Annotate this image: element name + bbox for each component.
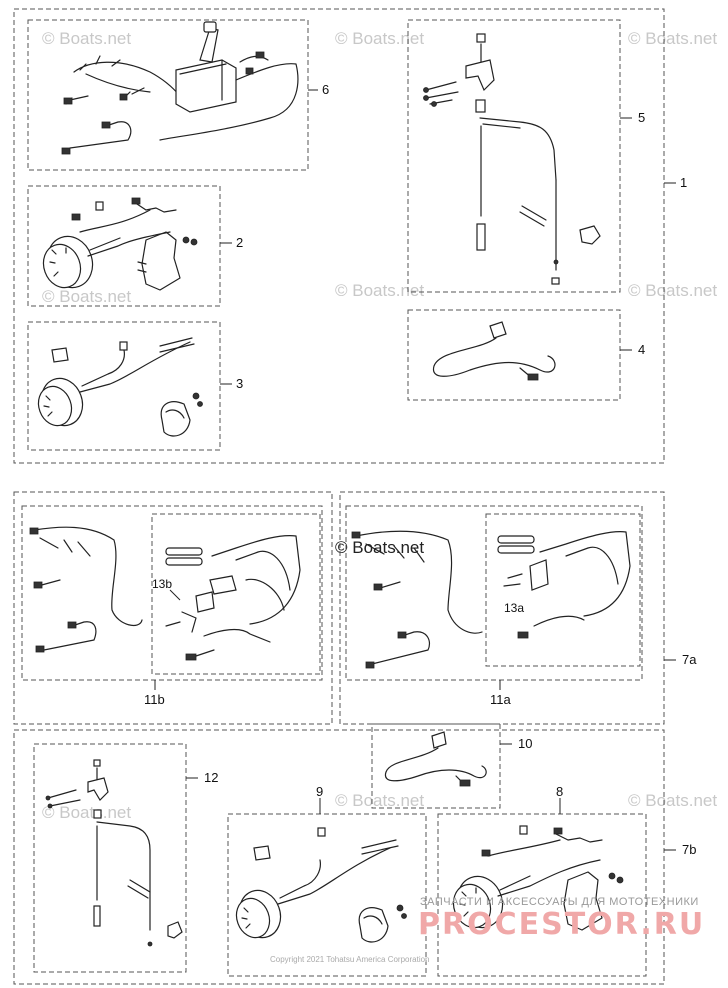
callout-8: 8 xyxy=(556,784,563,799)
callout-11a: 11a xyxy=(490,692,511,707)
group-5-box xyxy=(407,19,621,293)
watermark: © Boats.net xyxy=(628,281,717,300)
kit-11b-outer xyxy=(13,491,333,725)
callout-9: 9 xyxy=(316,784,323,799)
kit-11a-box xyxy=(345,505,643,681)
callout-13a: 13a xyxy=(504,601,524,615)
group-6-box xyxy=(27,19,309,171)
watermark: © Boats.net xyxy=(335,538,424,557)
shop-name: PROCESTOR.RU xyxy=(418,907,705,942)
callout-5: 5 xyxy=(638,110,645,125)
group-9-box xyxy=(227,813,427,977)
kit-11a-outer xyxy=(339,491,665,725)
bracket-cable-12-drawing xyxy=(45,759,183,947)
tachometer-8-drawing xyxy=(452,825,624,931)
shop-watermark: ЗАПЧАСТИ И АКСЕССУАРЫ ДЛЯ МОТОТЕХНИКИ PR… xyxy=(418,896,705,942)
watermark: © Boats.net xyxy=(335,29,424,48)
kit-11b-box xyxy=(21,505,323,681)
group-4-box xyxy=(407,309,621,401)
callout-13b: 13b xyxy=(152,577,172,591)
callout-6: 6 xyxy=(322,82,329,97)
callout-12: 12 xyxy=(204,770,218,785)
gauge-small-drawing xyxy=(37,337,203,437)
callout-11b: 11b xyxy=(144,692,165,707)
callout-4: 4 xyxy=(638,342,645,357)
harness-11b-drawing xyxy=(29,526,301,661)
group-12-box xyxy=(33,743,187,973)
callout-2: 2 xyxy=(236,235,243,250)
harness-10-drawing xyxy=(384,731,487,787)
group-3-box xyxy=(27,321,221,451)
callout-7a: 7a xyxy=(682,652,697,667)
group-10-box xyxy=(371,723,501,809)
harness-11a-drawing xyxy=(351,530,631,669)
callout-1: 1 xyxy=(680,175,687,190)
callout-7b: 7b xyxy=(682,842,696,857)
watermark: © Boats.net xyxy=(628,791,717,810)
watermark: © Boats.net xyxy=(335,281,424,300)
watermarks: © Boats.net © Boats.net © Boats.net © Bo… xyxy=(42,29,717,822)
kit-1-box xyxy=(13,8,665,464)
watermark: © Boats.net xyxy=(335,791,424,810)
group-8-box xyxy=(437,813,647,977)
shop-tagline: ЗАПЧАСТИ И АКСЕССУАРЫ ДЛЯ МОТОТЕХНИКИ xyxy=(420,896,699,908)
watermark: © Boats.net xyxy=(628,29,717,48)
kit-7b-box xyxy=(13,729,665,985)
watermark: © Boats.net xyxy=(42,803,131,822)
copyright-text: Copyright 2021 Tohatsu America Corporati… xyxy=(270,955,430,964)
group-13a-box xyxy=(485,513,641,667)
tachometer-large-drawing xyxy=(42,197,198,291)
bracket-cable-drawing xyxy=(423,33,601,285)
watermark: © Boats.net xyxy=(42,287,131,306)
callout-3: 3 xyxy=(236,376,243,391)
watermark: © Boats.net xyxy=(42,29,131,48)
harness-4-drawing xyxy=(432,321,556,381)
group-2-box xyxy=(27,185,221,307)
group-13b-box xyxy=(151,513,321,675)
gauge-9-drawing xyxy=(235,827,407,943)
callout-10: 10 xyxy=(518,736,532,751)
remote-control-drawing xyxy=(61,21,299,155)
